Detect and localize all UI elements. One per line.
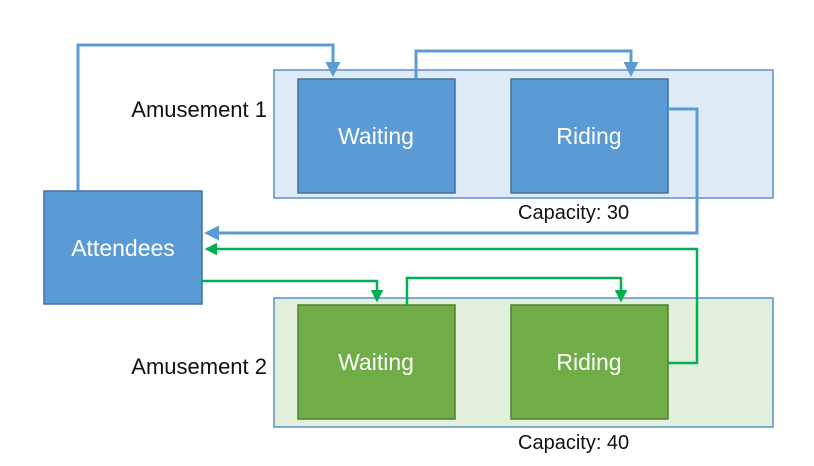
amusement2-waiting-to-riding-arrow: [405, 276, 628, 305]
attendees-to-amusement2-waiting-arrow: [202, 279, 384, 303]
amusement1-capacity-label: Capacity: 30: [518, 202, 629, 224]
amusement1-riding-label: Riding: [556, 123, 621, 149]
amusement2-riding-box: [510, 304, 669, 420]
amusement1-waiting-box: [297, 78, 456, 194]
amusement1-riding-to-attendees-arrow: [204, 107, 699, 241]
attendees-label: Attendees: [71, 235, 175, 261]
amusement1-waiting-label: Waiting: [338, 123, 414, 149]
amusement2-riding-to-attendees-arrow: [204, 242, 699, 365]
attendees-box: [43, 190, 203, 305]
amusement1-label: Amusement 1: [131, 97, 267, 122]
amusement2-riding-label: Riding: [556, 349, 621, 375]
amusement2-waiting-box: [297, 304, 456, 420]
amusement1-waiting-to-riding-arrow: [414, 49, 639, 79]
amusement2-label: Amusement 2: [131, 354, 267, 379]
amusement1-riding-box: [510, 78, 669, 194]
attendees-to-amusement1-waiting-arrow: [76, 43, 341, 191]
amusement2-capacity-label: Capacity: 40: [518, 432, 629, 454]
amusement2-waiting-label: Waiting: [338, 349, 414, 375]
